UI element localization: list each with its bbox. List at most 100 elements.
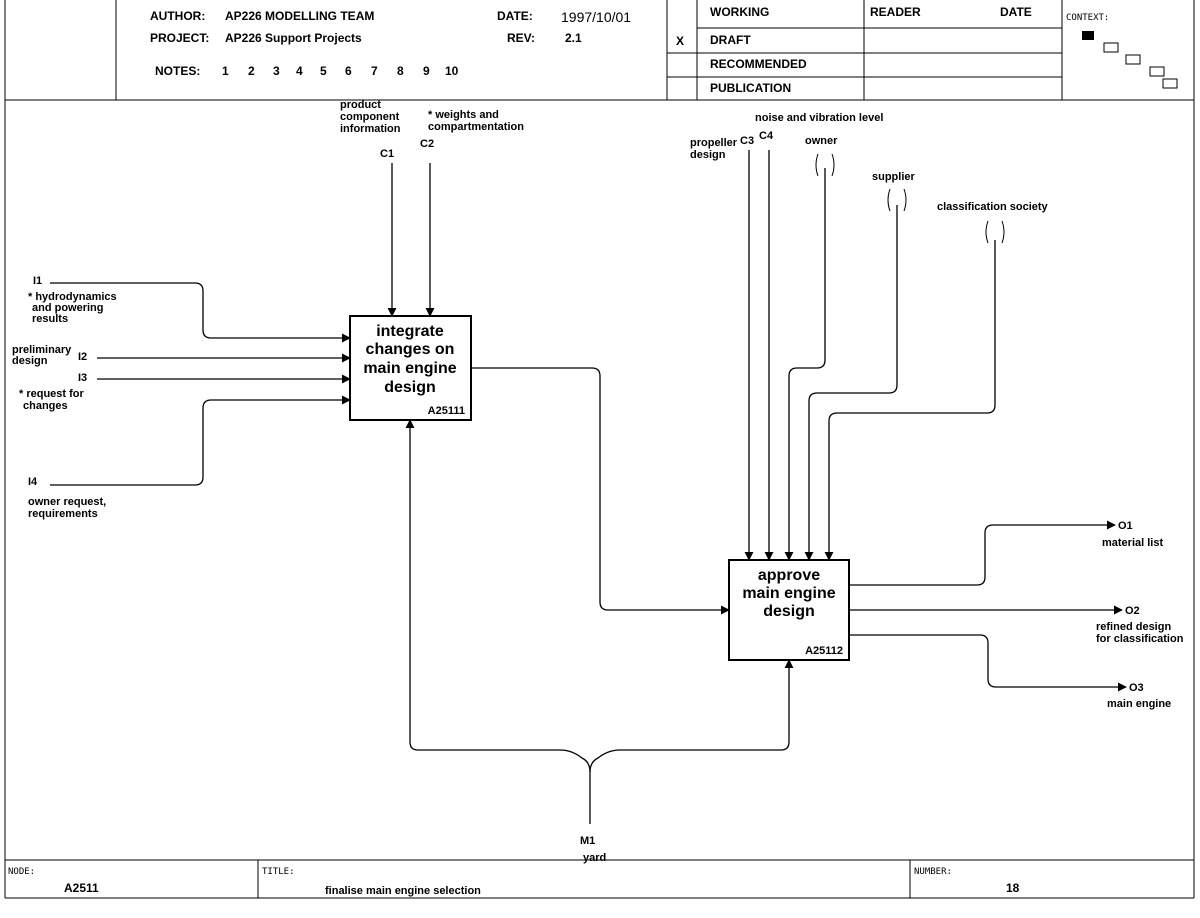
- status-draft: DRAFT: [710, 33, 751, 47]
- c3-code: C3: [740, 135, 754, 147]
- project-value: AP226 Support Projects: [225, 31, 362, 45]
- header-status: X WORKING DRAFT RECOMMENDED PUBLICATION …: [676, 5, 1032, 95]
- note-2: 2: [248, 64, 255, 78]
- i1-line-3: results: [32, 313, 68, 325]
- input-arrows: [50, 282, 351, 486]
- i3-line-2: changes: [23, 400, 68, 412]
- activity-box-a25112[interactable]: approve main engine design A25112: [728, 559, 850, 661]
- status-publication: PUBLICATION: [710, 81, 791, 95]
- note-1: 1: [222, 64, 229, 78]
- arrow-m1-to-box1: [405, 419, 591, 824]
- note-9: 9: [423, 64, 430, 78]
- tunnel-marks: [815, 153, 1005, 244]
- number-value: 18: [1006, 881, 1020, 895]
- header-author: AUTHOR: AP226 MODELLING TEAM PROJECT: AP…: [150, 9, 631, 78]
- i1-line-2: and powering: [32, 302, 104, 314]
- context-thumbnail: CONTEXT:: [1066, 13, 1178, 89]
- i4-line-1: owner request,: [28, 496, 106, 508]
- o3-code: O3: [1129, 682, 1144, 694]
- diagram-title: finalise main engine selection: [325, 885, 481, 897]
- o3-line-1: main engine: [1107, 698, 1171, 710]
- context-box: [1125, 54, 1141, 65]
- arrow-i1: [50, 282, 351, 343]
- box2-line-2: main engine: [742, 585, 835, 602]
- tunnel-owner-right: [831, 153, 835, 177]
- control-labels-box1: product component information C1 * weigh…: [340, 99, 524, 160]
- m1-code: M1: [580, 835, 595, 847]
- c2-code: C2: [420, 138, 434, 150]
- arrow-o1: [849, 520, 1116, 586]
- note-8: 8: [397, 64, 404, 78]
- i3-line-1: * request for: [19, 388, 85, 400]
- note-3: 3: [273, 64, 280, 78]
- box1-line-1: integrate: [376, 323, 444, 340]
- tunnel-owner-left: [815, 153, 819, 177]
- status-mark: X: [676, 34, 684, 48]
- context-box: [1162, 78, 1178, 89]
- context-label: CONTEXT:: [1066, 13, 1109, 23]
- tunnel-supplier-right: [903, 188, 907, 212]
- owner-label: owner: [805, 135, 838, 147]
- tunnel-class-right: [1001, 220, 1005, 244]
- note-5: 5: [320, 64, 327, 78]
- input-labels: I1 * hydrodynamics and powering results …: [12, 275, 117, 520]
- i4-line-2: requirements: [28, 508, 98, 520]
- rev-value: 2.1: [565, 31, 582, 45]
- supplier-label: supplier: [872, 171, 916, 183]
- node-label: NODE:: [8, 867, 35, 877]
- arrow-o3: [849, 634, 1127, 692]
- arrow-classification-society: [824, 240, 996, 561]
- context-box: [1103, 42, 1119, 53]
- arrow-m1-to-box2: [589, 659, 794, 773]
- box1-line-2: changes on: [366, 341, 455, 358]
- mechanism-arrows: M1 yard: [405, 419, 794, 864]
- note-4: 4: [296, 64, 303, 78]
- i2-code: I2: [78, 351, 87, 363]
- i1-code: I1: [33, 275, 42, 287]
- o2-line-2: for classification: [1096, 633, 1184, 645]
- c1-code: C1: [380, 148, 394, 160]
- arrow-box1-to-box2: [471, 367, 730, 615]
- control-labels-box2: propeller design C3 C4 noise and vibrati…: [690, 112, 1049, 213]
- date-value: 1997/10/01: [561, 9, 631, 25]
- i4-code: I4: [28, 476, 38, 488]
- box1-id: A25111: [428, 405, 465, 417]
- notes-label: NOTES:: [155, 64, 200, 78]
- tunnel-class-left: [985, 220, 989, 244]
- box1-line-3: main engine: [363, 360, 456, 377]
- i2-line-1: preliminary: [12, 344, 72, 356]
- author-label: AUTHOR:: [150, 9, 205, 23]
- o2-code: O2: [1125, 605, 1140, 617]
- project-label: PROJECT:: [150, 31, 209, 45]
- number-label: NUMBER:: [914, 867, 952, 877]
- note-6: 6: [345, 64, 352, 78]
- box2-id: A25112: [805, 645, 843, 657]
- c1-line-1: product: [340, 99, 381, 111]
- rev-label: REV:: [507, 31, 535, 45]
- c4-code: C4: [759, 130, 774, 142]
- c2-line-1: * weights and: [428, 109, 499, 121]
- box2-line-1: approve: [758, 567, 820, 584]
- box2-line-3: design: [763, 603, 815, 620]
- node-value: A2511: [64, 881, 99, 895]
- tunnel-supplier-left: [887, 188, 891, 212]
- title-label: TITLE:: [262, 867, 295, 877]
- footer-frame: NODE: A2511 TITLE: finalise main engine …: [5, 859, 1194, 899]
- author-value: AP226 MODELLING TEAM: [225, 9, 374, 23]
- activity-box-a25111[interactable]: integrate changes on main engine design …: [349, 315, 472, 421]
- box1-line-4: design: [384, 379, 436, 396]
- date-label: DATE:: [497, 9, 533, 23]
- c1-line-3: information: [340, 123, 401, 135]
- output-arrows: [849, 520, 1127, 692]
- context-box: [1149, 66, 1165, 77]
- reader-label: READER: [870, 5, 921, 19]
- i2-line-2: design: [12, 355, 48, 367]
- c3-line-1: propeller: [690, 137, 738, 149]
- o2-line-1: refined design: [1096, 621, 1171, 633]
- control-arrows-box1: [387, 163, 435, 317]
- c3-line-2: design: [690, 149, 726, 161]
- c2-line-2: compartmentation: [428, 121, 524, 133]
- note-7: 7: [371, 64, 378, 78]
